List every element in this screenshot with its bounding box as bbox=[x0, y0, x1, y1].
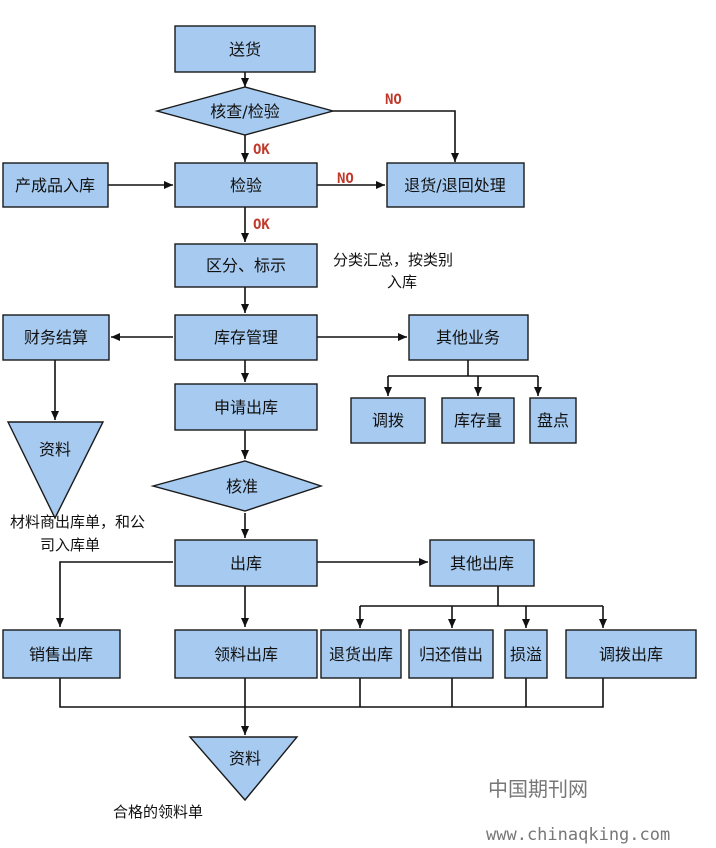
doc1-note-line2: 司入库单 bbox=[40, 536, 100, 554]
node-transfer-label: 调拨 bbox=[372, 411, 404, 430]
connectors bbox=[51, 72, 607, 735]
document-doc2-label: 资料 bbox=[229, 749, 261, 768]
node-stocktake-label: 盘点 bbox=[537, 411, 569, 430]
node-return-borrow: 归还借出 bbox=[408, 629, 494, 679]
node-return-out-label: 退货出库 bbox=[329, 645, 393, 664]
node-pick-out-label: 领料出库 bbox=[214, 645, 278, 664]
node-inventory: 库存管理 bbox=[174, 314, 318, 361]
edge-label-no-2: NO bbox=[337, 171, 354, 187]
doc1-note-line1: 材料商出库单，和公 bbox=[10, 513, 145, 531]
classify-note-line1: 分类汇总，按类别 bbox=[333, 251, 453, 269]
merge-line bbox=[59, 678, 604, 708]
watermark-line1: 中国期刊网 bbox=[488, 777, 588, 801]
node-loss: 损溢 bbox=[504, 629, 548, 679]
document-doc2: 资料 bbox=[188, 736, 299, 802]
decision-verify-check-label: 核查/检验 bbox=[210, 102, 279, 121]
node-delivery-label: 送货 bbox=[229, 40, 261, 59]
node-inspect-label: 检验 bbox=[230, 176, 262, 195]
node-finance-label: 财务结算 bbox=[24, 328, 88, 347]
node-finance: 财务结算 bbox=[2, 314, 110, 361]
node-loss-label: 损溢 bbox=[510, 645, 542, 664]
node-sales-out: 销售出库 bbox=[2, 629, 121, 679]
node-transfer-out-label: 调拨出库 bbox=[599, 645, 663, 664]
node-return-handle-label: 退货/退回处理 bbox=[404, 176, 505, 195]
node-delivery: 送货 bbox=[174, 25, 316, 73]
node-other-biz: 其他业务 bbox=[408, 314, 529, 361]
classify-note-line2: 入库 bbox=[387, 273, 417, 291]
node-classify: 区分、标示 bbox=[174, 243, 318, 288]
node-pick-out: 领料出库 bbox=[174, 629, 318, 679]
document-doc1: 资料 bbox=[6, 421, 105, 520]
decision-approve: 核准 bbox=[150, 460, 324, 512]
node-finished-in-label: 产成品入库 bbox=[15, 176, 95, 195]
document-doc1-label: 资料 bbox=[39, 440, 71, 459]
node-stock-qty-label: 库存量 bbox=[454, 411, 502, 430]
node-return-borrow-label: 归还借出 bbox=[419, 645, 483, 664]
node-other-out: 其他出库 bbox=[429, 539, 535, 587]
node-apply-out: 申请出库 bbox=[174, 383, 318, 431]
decision-approve-label: 核准 bbox=[226, 477, 258, 496]
node-finished-in: 产成品入库 bbox=[2, 162, 109, 208]
node-inventory-label: 库存管理 bbox=[214, 328, 278, 347]
node-other-out-label: 其他出库 bbox=[450, 554, 514, 573]
decision-verify-check: 核查/检验 bbox=[154, 86, 336, 136]
arrow-outbound-to-sales bbox=[56, 561, 173, 627]
doc2-caption: 合格的领料单 bbox=[113, 803, 203, 821]
node-other-biz-label: 其他业务 bbox=[436, 328, 500, 347]
node-transfer: 调拨 bbox=[350, 397, 426, 444]
edge-label-ok-1: OK bbox=[253, 142, 270, 158]
edge-label-ok-2: OK bbox=[253, 217, 270, 233]
watermark-line2: www.chinaqking.com bbox=[486, 825, 670, 845]
node-transfer-out: 调拨出库 bbox=[565, 629, 697, 679]
arrow-check-to-return bbox=[333, 110, 459, 162]
node-outbound-label: 出库 bbox=[230, 554, 262, 573]
node-sales-out-label: 销售出库 bbox=[29, 645, 93, 664]
node-inspect: 检验 bbox=[174, 162, 318, 208]
node-return-out: 退货出库 bbox=[320, 629, 402, 679]
node-stock-qty: 库存量 bbox=[441, 397, 515, 444]
node-stocktake: 盘点 bbox=[529, 397, 577, 444]
edge-label-no-1: NO bbox=[385, 92, 402, 108]
node-return-handle: 退货/退回处理 bbox=[386, 162, 525, 208]
node-apply-out-label: 申请出库 bbox=[214, 398, 278, 417]
node-classify-label: 区分、标示 bbox=[206, 256, 286, 275]
node-outbound: 出库 bbox=[174, 539, 318, 587]
